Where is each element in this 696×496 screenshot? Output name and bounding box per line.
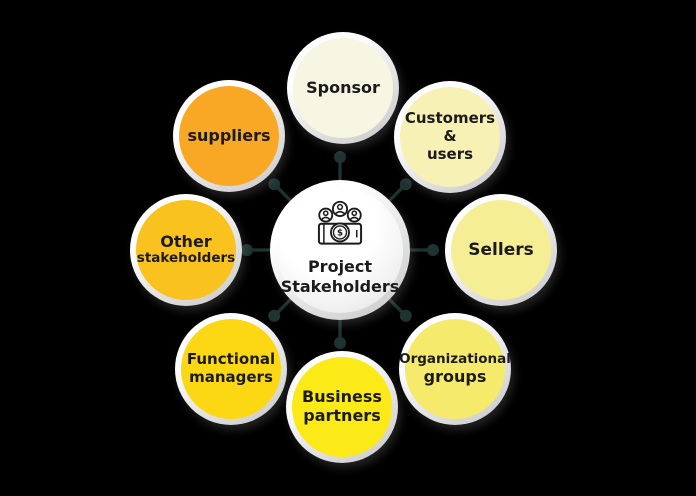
center-node-project-stakeholders: $ Project Stakeholders: [270, 180, 410, 320]
connector-bottom-dot: [334, 337, 347, 350]
node-customers-users: Customers & users: [394, 81, 506, 193]
node-sponsor-label: Sponsor: [306, 77, 380, 97]
connector-bottom-right-dot: [399, 309, 412, 322]
center-node-label: Project Stakeholders: [281, 257, 400, 297]
node-business-partners: Business partners: [286, 351, 398, 463]
node-suppliers-label: suppliers: [187, 125, 271, 145]
connector-top-dot: [334, 151, 347, 164]
node-sellers: Sellers: [445, 194, 557, 306]
node-suppliers: suppliers: [173, 80, 285, 192]
connector-bottom-right: [388, 298, 405, 315]
node-organizational-groups-label: Organizational groups: [399, 350, 511, 386]
connector-bottom-left: [275, 298, 292, 315]
center-label-line1: Project: [307, 257, 373, 276]
center-label-line2: Stakeholders: [280, 277, 400, 296]
connector-right-dot: [427, 244, 440, 257]
connector-top-right-dot: [399, 178, 412, 191]
connector-top-left: [275, 185, 292, 202]
node-customers-users-label: Customers & users: [404, 109, 496, 163]
node-functional-managers-label: Functional managers: [186, 350, 276, 386]
node-business-partners-label: Business partners: [302, 387, 382, 425]
connector-top-left-dot: [268, 178, 281, 191]
node-other-stakeholders-label: Other stakeholders: [136, 231, 236, 267]
node-sellers-label: Sellers: [468, 239, 534, 260]
node-organizational-groups: Organizational groups: [399, 313, 511, 425]
coin-dollar-glyph: $: [337, 229, 343, 239]
connector-bottom-left-dot: [268, 309, 281, 322]
connector-top-right: [388, 185, 405, 202]
node-sponsor: Sponsor: [287, 32, 399, 144]
connector-left-dot: [241, 244, 254, 257]
project-stakeholders-icon: $: [309, 199, 371, 255]
node-functional-managers: Functional managers: [175, 313, 287, 425]
node-other-stakeholders: Other stakeholders: [130, 194, 242, 306]
